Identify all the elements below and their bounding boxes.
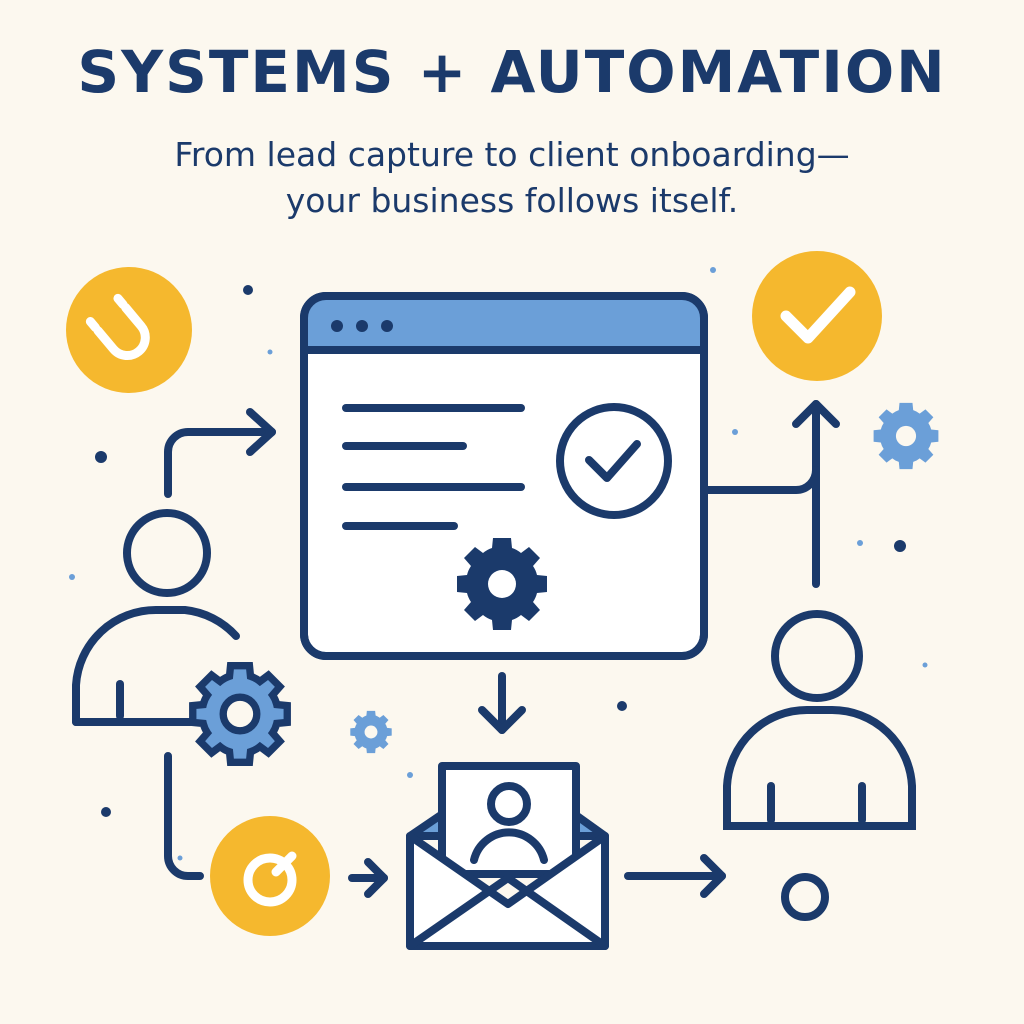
text-lines bbox=[342, 404, 525, 530]
page-subtitle: From lead capture to client onboarding— … bbox=[0, 132, 1024, 224]
decorative-dots bbox=[69, 267, 928, 883]
person-icon-left bbox=[72, 509, 240, 726]
page-title: SYSTEMS + AUTOMATION bbox=[77, 38, 947, 106]
check-circle-icon bbox=[556, 403, 672, 519]
target-icon bbox=[243, 851, 297, 907]
subtitle-line-1: From lead capture to client onboarding— bbox=[174, 135, 850, 174]
gear-icon bbox=[873, 402, 939, 470]
gear-icon bbox=[457, 538, 547, 630]
subtitle-line-2: your business follows itself. bbox=[285, 181, 739, 220]
person-icon-right bbox=[723, 610, 916, 830]
target-badge bbox=[210, 816, 330, 936]
gear-icon-small bbox=[350, 710, 392, 754]
email-envelope-icon bbox=[406, 762, 609, 950]
magnet-badge bbox=[66, 267, 192, 393]
flow-connectors bbox=[164, 400, 840, 898]
check-icon bbox=[780, 286, 856, 344]
ring-icon bbox=[781, 873, 829, 921]
gear-icon bbox=[193, 666, 288, 763]
magnet-icon bbox=[85, 293, 150, 360]
success-check-badge bbox=[752, 251, 882, 381]
browser-window-icon bbox=[300, 292, 708, 660]
